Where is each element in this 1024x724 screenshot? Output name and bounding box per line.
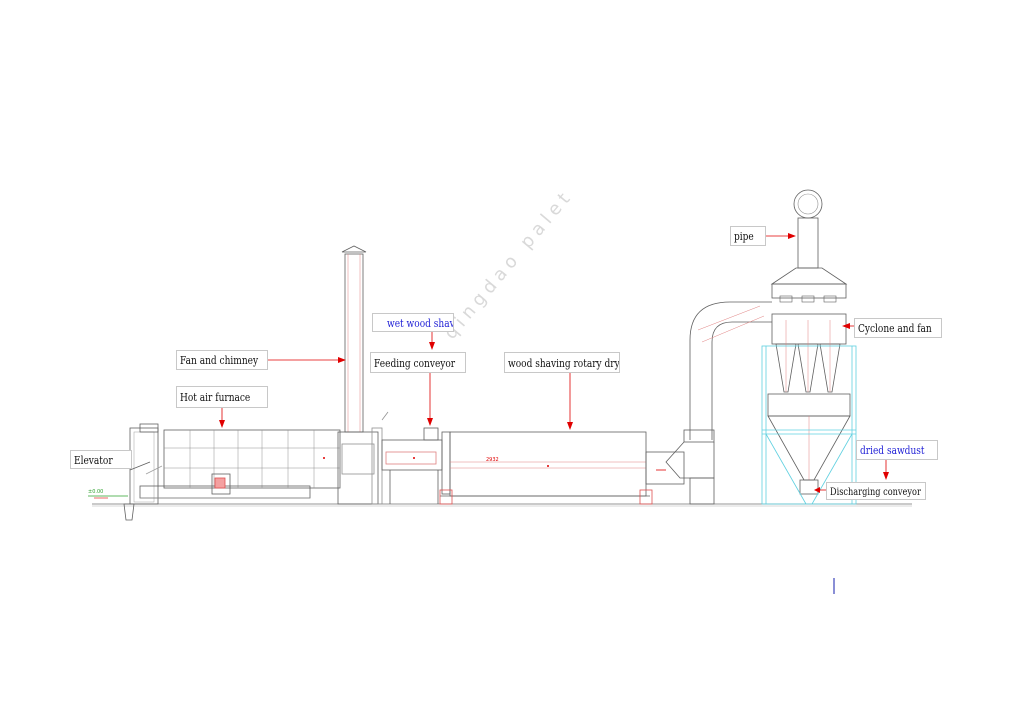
label-cyclone-and-fan: Cyclone and fan: [854, 318, 942, 338]
cyclone-structure-drawing: [761, 189, 857, 505]
label-wet-wood-shaving: wet wood shaving: [372, 313, 454, 332]
detail-marks: [323, 457, 549, 467]
dryer-dimension-text: 2932: [486, 457, 499, 463]
label-feeding-conveyor: Feeding conveyor: [370, 352, 466, 373]
hot-air-furnace-drawing: [139, 429, 341, 499]
elevation-marker: [88, 495, 128, 499]
label-fan-and-chimney: Fan and chimney: [176, 350, 268, 370]
label-rotary-dryer: wood shaving rotary dryer: [504, 352, 620, 373]
label-dried-sawdust: dried sawdust: [856, 440, 938, 460]
chimney-drawing: [337, 245, 383, 505]
label-hot-air-furnace: Hot air furnace: [176, 386, 268, 408]
elevation-mark-text: ±0.00: [88, 489, 104, 495]
elevator-drawing: [123, 423, 163, 521]
feeding-conveyor-drawing: [381, 411, 443, 504]
rotary-dryer-drawing: [439, 431, 685, 505]
page-marker: [833, 578, 835, 594]
leader-lines: [219, 233, 889, 493]
label-pipe: pipe: [730, 226, 766, 246]
label-elevator: Elevator: [70, 450, 132, 469]
duct-pipe-drawing: [665, 301, 772, 505]
label-discharging-conveyor: Discharging conveyor: [826, 482, 926, 500]
